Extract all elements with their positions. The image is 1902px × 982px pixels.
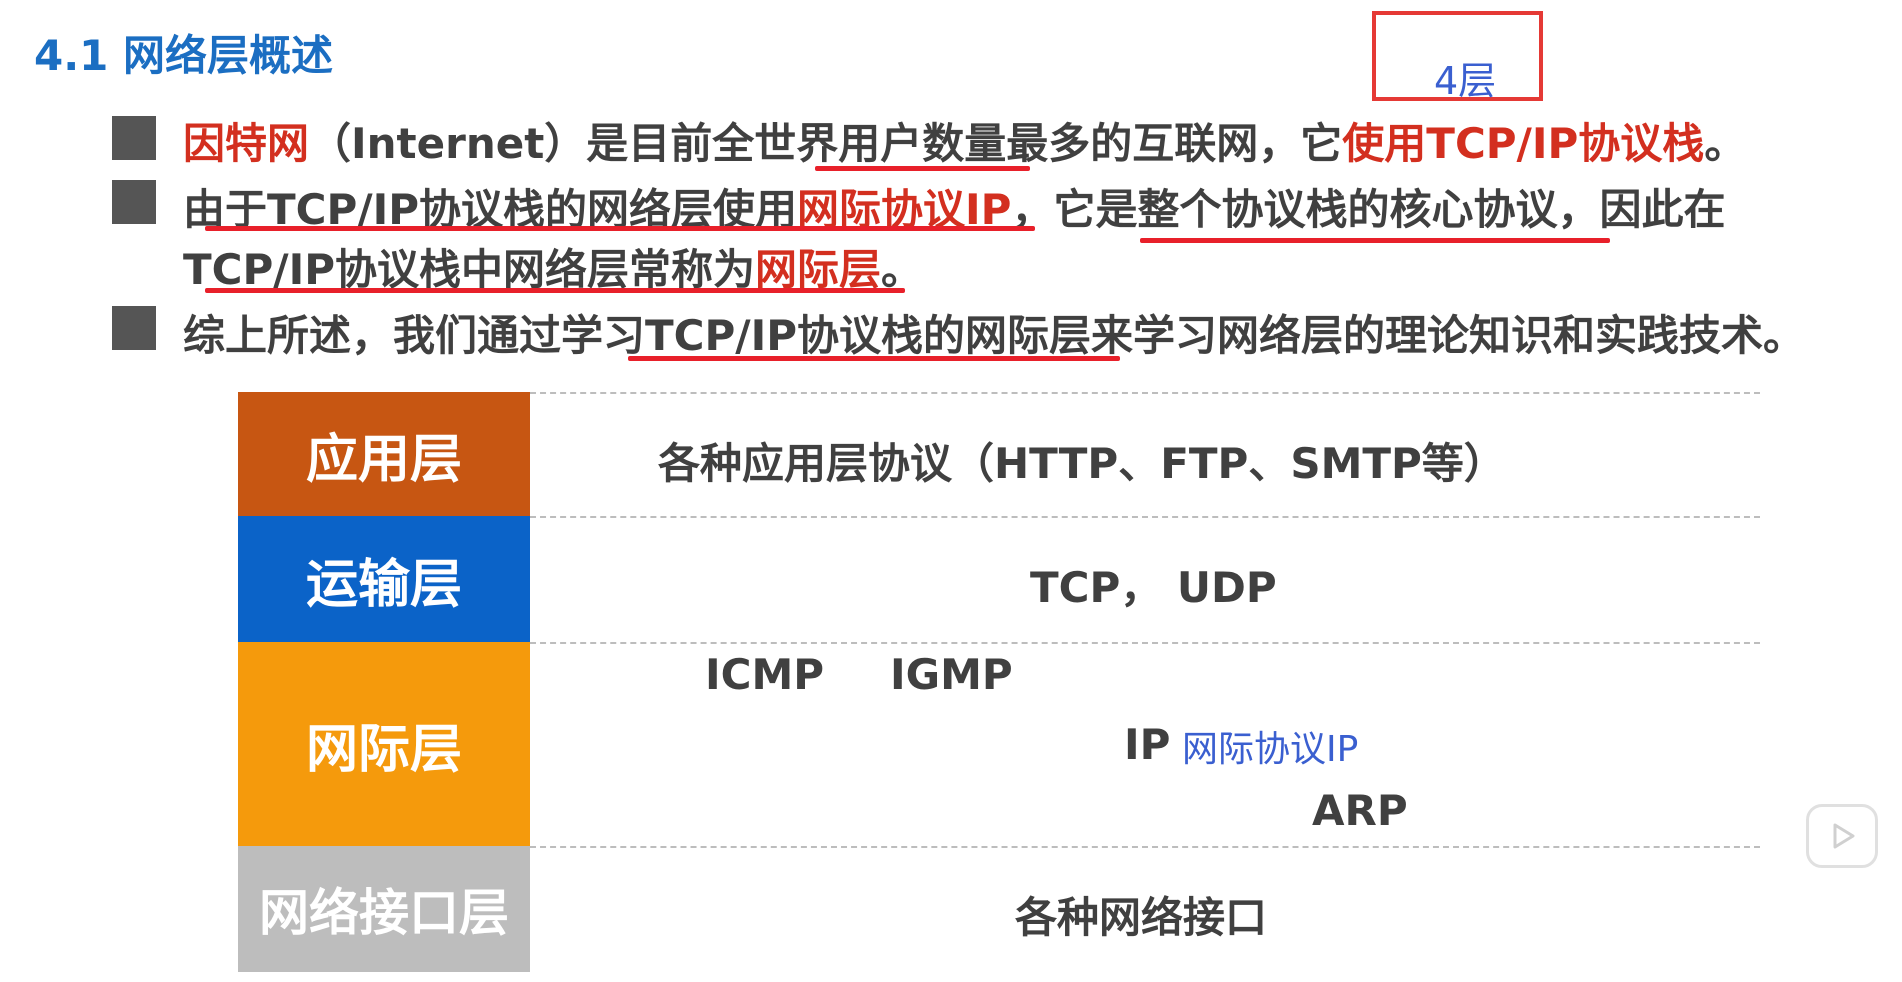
bullet-1-highlight-tcpip: 使用TCP/IP协议栈 [1342,119,1705,168]
underline-1 [815,166,1030,171]
bullet-2-highlight-internet-layer: 网际层 [755,245,882,294]
underline-4 [205,288,905,293]
play-icon [1833,823,1855,849]
bullet-2-text-c: TCP/IP协议栈中网络层常称为 [183,245,756,294]
bullet-2-line-2: TCP/IP协议栈中网络层常称为网际层。 [183,236,923,297]
protocol-ip: IP [1124,720,1171,769]
bullet-marker-2 [112,180,156,224]
annotation-box [1372,11,1543,101]
annotation-label: 4层 [1434,59,1497,103]
protocol-arp: ARP [1312,786,1408,835]
layer-link: 网络接口层 [238,846,530,972]
bullet-1-text: （Internet）是目前全世界用户数量最多的互联网，它 [309,119,1343,168]
protocol-icmp: ICMP [705,650,825,699]
separator [530,846,1760,848]
bullet-1-highlight-internet: 因特网 [183,119,310,168]
underline-3 [1140,238,1610,243]
bullet-marker-1 [112,116,156,160]
layer-internet: 网际层 [238,642,530,846]
protocol-igmp: IGMP [890,650,1013,699]
separator [530,516,1760,518]
layer-transport: 运输层 [238,516,530,642]
transport-protocols: TCP， UDP [1030,563,1277,612]
underline-5 [628,356,1120,361]
layer-application: 应用层 [238,392,530,516]
bullet-marker-3 [112,306,156,350]
bullet-2-text-b: ，它是整个协议栈的核心协议，因此在 [1011,185,1726,234]
separator [530,392,1760,394]
link-protocols: 各种网络接口 [1015,893,1268,942]
ip-annotation: 网际协议IP [1182,729,1359,770]
bullet-3: 综上所述，我们通过学习TCP/IP协议栈的网际层来学习网络层的理论知识和实践技术… [183,311,1806,360]
bullet-2-text-a: 由于TCP/IP协议栈的网络层使用 [183,185,798,234]
application-protocols: 各种应用层协议（HTTP、FTP、SMTP等） [658,439,1506,488]
bullet-2-line-1: 由于TCP/IP协议栈的网络层使用网际协议IP，它是整个协议栈的核心协议，因此在 [183,176,1725,237]
bullet-1: 因特网（Internet）是目前全世界用户数量最多的互联网，它使用TCP/IP协… [183,110,1746,171]
play-button[interactable] [1806,804,1878,868]
bullet-2-period: 。 [881,245,924,294]
bullet-2-highlight-ip: 网际协议IP [797,185,1012,234]
separator [530,642,1760,644]
underline-2 [205,226,1035,231]
bullet-1-period: 。 [1704,119,1747,168]
page-title: 4.1 网络层概述 [34,31,334,80]
